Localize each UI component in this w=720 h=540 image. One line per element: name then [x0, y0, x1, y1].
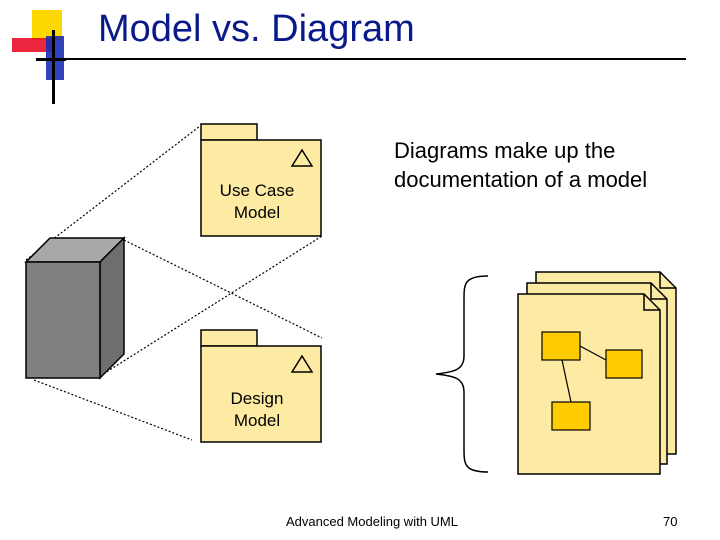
diagram-box	[551, 401, 591, 431]
use-case-label-line1: Use Case	[219, 181, 295, 200]
use-case-label-line2: Model	[233, 203, 281, 222]
use-case-label: Use Case Model	[201, 180, 313, 224]
diagram-sheet-front	[517, 293, 661, 475]
node-cube	[24, 236, 126, 380]
triangle-icon	[290, 148, 314, 167]
triangle-icon	[290, 354, 314, 373]
caption-line2: documentation of a model	[394, 167, 648, 192]
slide-title: Model vs. Diagram	[98, 8, 415, 50]
slide-logo	[12, 10, 66, 104]
design-label-line1: Design	[230, 389, 284, 408]
caption-line1: Diagrams make up the	[394, 138, 616, 163]
diagram-box	[541, 331, 581, 361]
caption: Diagrams make up the documentation of a …	[394, 136, 647, 194]
diagram-stack	[517, 271, 677, 475]
diagram-box	[605, 349, 643, 379]
curly-brace	[435, 275, 489, 473]
design-label: Design Model	[201, 388, 313, 432]
title-underline	[36, 58, 686, 60]
design-label-line2: Model	[233, 411, 281, 430]
footer-text: Advanced Modeling with UML	[286, 514, 458, 529]
use-case-package	[200, 123, 322, 237]
design-package	[200, 329, 322, 443]
page-number: 70	[663, 514, 678, 529]
